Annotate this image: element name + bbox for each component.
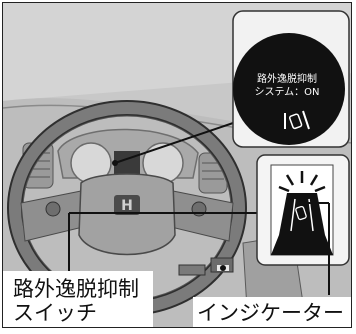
display-inset bbox=[232, 10, 350, 148]
road-departure-icon bbox=[284, 110, 310, 130]
illustration-frame: H bbox=[2, 2, 352, 328]
display-screen bbox=[233, 33, 345, 145]
indicator-light bbox=[279, 193, 325, 235]
display-line-2: システム：ON bbox=[254, 87, 320, 98]
honda-logo-icon: H bbox=[114, 195, 140, 215]
indicator-label-background bbox=[193, 297, 351, 327]
indicator-inset bbox=[256, 154, 350, 266]
display-message: 路外逸脱抑制 システム：ON bbox=[241, 73, 333, 99]
dashboard-scene: H bbox=[3, 3, 351, 327]
switch-label-background bbox=[3, 271, 153, 327]
display-line-1: 路外逸脱抑制 bbox=[257, 74, 317, 85]
svg-text:H: H bbox=[121, 198, 133, 214]
display-callout-line bbox=[114, 120, 240, 164]
indicator-rays bbox=[278, 171, 326, 193]
indicator-label: インジケーター bbox=[197, 301, 344, 325]
switch-label-line-2: スイッチ bbox=[13, 301, 97, 325]
switch-label-line-1: 路外逸脱抑制 bbox=[13, 277, 139, 301]
